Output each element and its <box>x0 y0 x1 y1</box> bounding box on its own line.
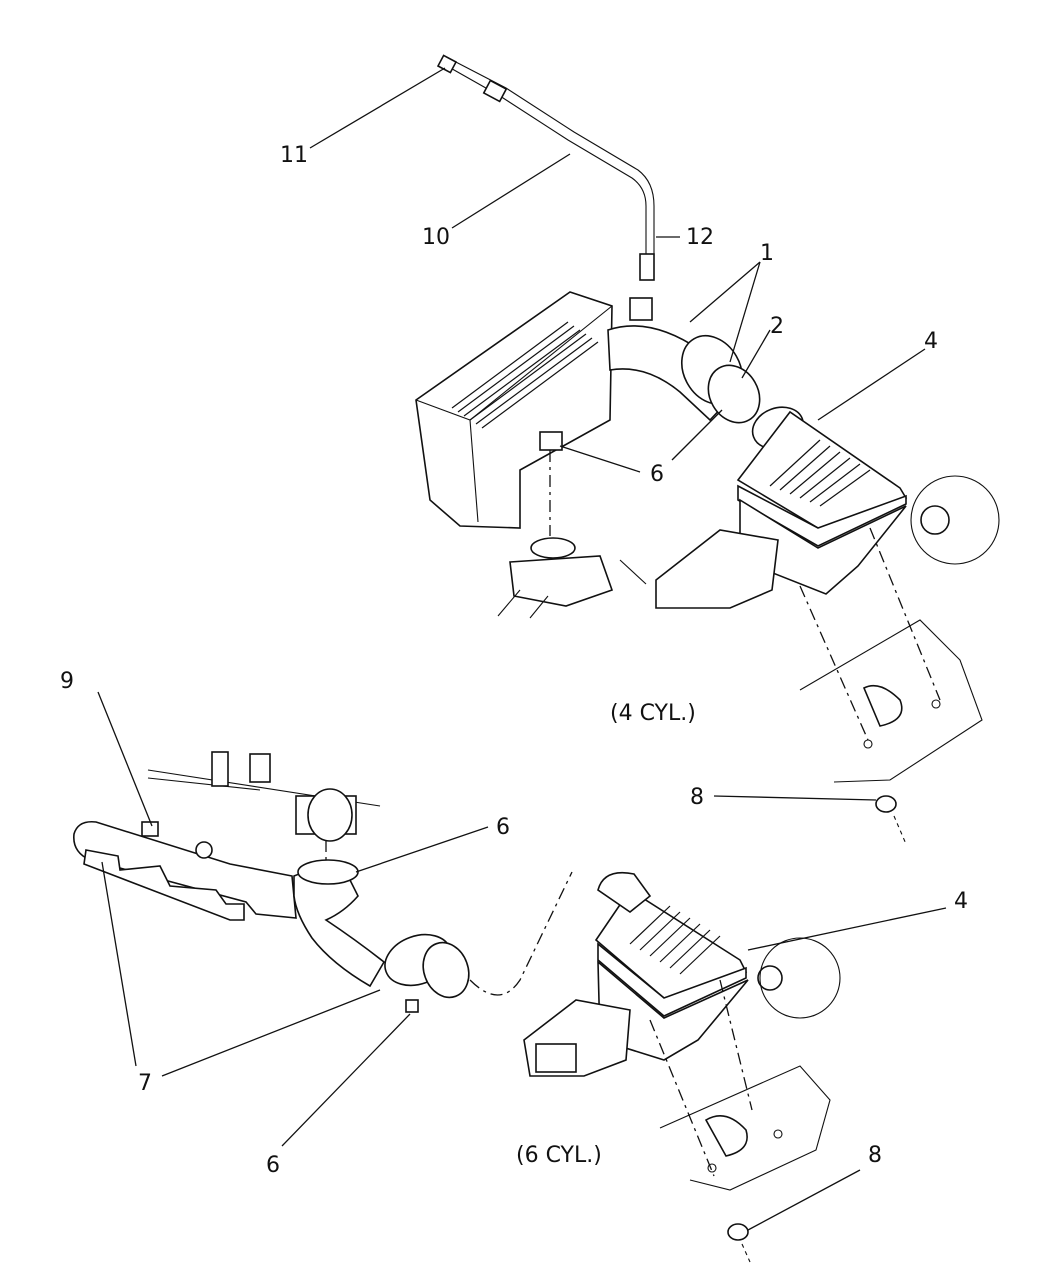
caption-6-cyl: (6 CYL.) <box>516 1143 602 1168</box>
callout-12: 12 <box>686 225 714 250</box>
leader-lines <box>97 67 947 1231</box>
callout-4-top: 4 <box>924 329 938 354</box>
hose-clamp <box>405 999 419 1013</box>
callout-1: 1 <box>760 241 774 266</box>
callout-6-top: 6 <box>650 462 664 487</box>
mount-plate-4cyl <box>799 475 1000 783</box>
caption-4-cyl: (4 CYL.) <box>610 701 696 726</box>
callout-10: 10 <box>422 225 450 250</box>
intake-hose-6cyl <box>293 859 573 999</box>
callout-4-bottom: 4 <box>954 889 968 914</box>
callout-8-bottom: 8 <box>868 1143 882 1168</box>
callout-6-mid: 6 <box>496 815 510 840</box>
breather-tube <box>436 54 655 281</box>
callout-7: 7 <box>138 1071 152 1096</box>
callout-6-bottom: 6 <box>266 1153 280 1178</box>
throttle-body-6cyl <box>147 751 381 864</box>
grommet-top <box>875 795 907 845</box>
callout-11: 11 <box>280 143 308 168</box>
callout-2: 2 <box>770 314 784 339</box>
throttle-body-4cyl <box>497 450 647 619</box>
grommet-bottom <box>727 1223 751 1263</box>
resonator-box-4cyl <box>415 291 653 529</box>
air-cleaner-4cyl <box>655 410 941 741</box>
callout-9: 9 <box>60 669 74 694</box>
callout-8-top: 8 <box>690 785 704 810</box>
intake-manifold-6cyl <box>73 820 297 921</box>
mount-plate-6cyl <box>659 937 841 1191</box>
air-cleaner-6cyl <box>523 871 753 1177</box>
